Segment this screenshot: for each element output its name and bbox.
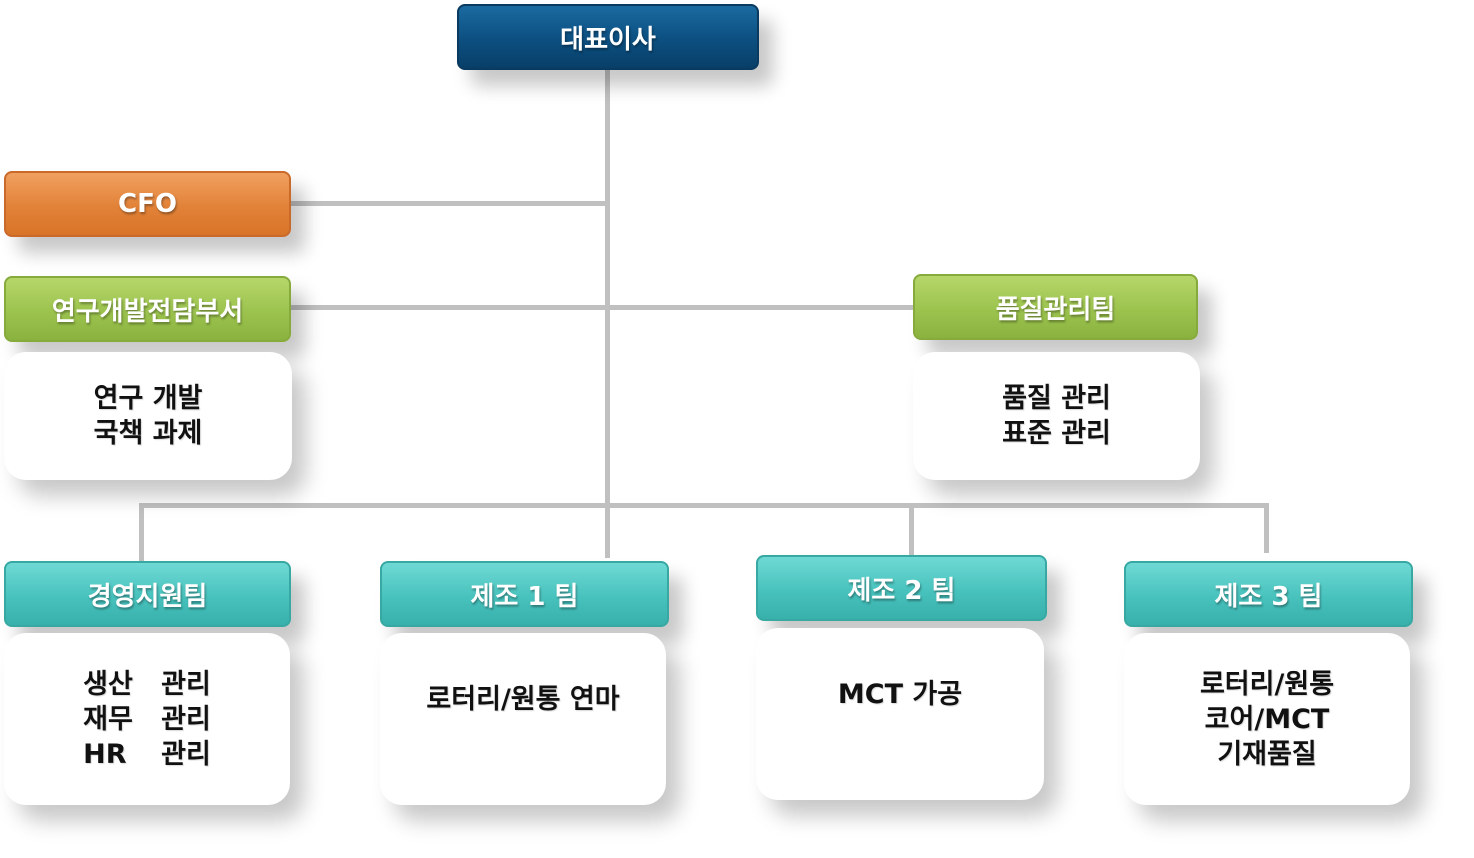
mfg2-team-box: 제조 2 팀 xyxy=(756,555,1047,621)
connector-mfg3 xyxy=(1264,503,1269,553)
quality-duties-card: 품질 관리 표준 관리 xyxy=(913,352,1200,480)
duty-item: 생산 관리 xyxy=(83,667,211,702)
duty-action: 관리 xyxy=(161,668,211,700)
cfo-box: CFO xyxy=(4,171,291,237)
duty-item: 표준 관리 xyxy=(1002,418,1111,449)
duty-action: 관리 xyxy=(161,738,211,770)
duty-item: 기재품질 xyxy=(1217,738,1317,770)
duty-item: 재무 관리 xyxy=(83,702,211,737)
mgmt-team-box: 경영지원팀 xyxy=(4,561,291,627)
duty-item: 로터리/원통 연마 xyxy=(426,684,620,715)
ceo-box: 대표이사 xyxy=(457,4,759,70)
duty-action: 관리 xyxy=(161,703,211,735)
quality-team-box: 품질관리팀 xyxy=(913,274,1198,340)
duty-item: HR 관리 xyxy=(83,737,211,772)
rnd-dept-box: 연구개발전담부서 xyxy=(4,276,291,342)
duty-item: MCT 가공 xyxy=(837,679,963,710)
connector-team-bar xyxy=(139,503,1269,508)
duty-item: 로터리/원통 xyxy=(1199,668,1335,700)
duty-item: 품질 관리 xyxy=(1002,383,1111,414)
connector-trunk xyxy=(605,68,610,558)
connector-cfo xyxy=(290,201,608,206)
mfg2-duties-card: MCT 가공 xyxy=(756,628,1044,800)
duty-area: 재무 xyxy=(83,703,133,735)
duty-area: HR xyxy=(83,738,127,770)
mfg3-duties-card: 로터리/원통 코어/MCT 기재품질 xyxy=(1124,633,1410,805)
duty-item: 국책 과제 xyxy=(93,418,203,449)
mfg3-team-box: 제조 3 팀 xyxy=(1124,561,1413,627)
rnd-duties-card: 연구 개발 국책 과제 xyxy=(4,352,292,480)
duty-area: 생산 xyxy=(83,668,133,700)
duty-item: 코어/MCT xyxy=(1204,703,1330,735)
connector-rnd-quality xyxy=(290,305,915,310)
connector-mfg2 xyxy=(909,503,914,557)
connector-mgmt xyxy=(139,503,144,561)
mfg1-duties-card: 로터리/원통 연마 xyxy=(380,633,666,805)
mfg1-team-box: 제조 1 팀 xyxy=(380,561,669,627)
duty-item: 연구 개발 xyxy=(93,383,203,414)
mgmt-duties-card: 생산 관리 재무 관리 HR 관리 xyxy=(4,633,290,805)
